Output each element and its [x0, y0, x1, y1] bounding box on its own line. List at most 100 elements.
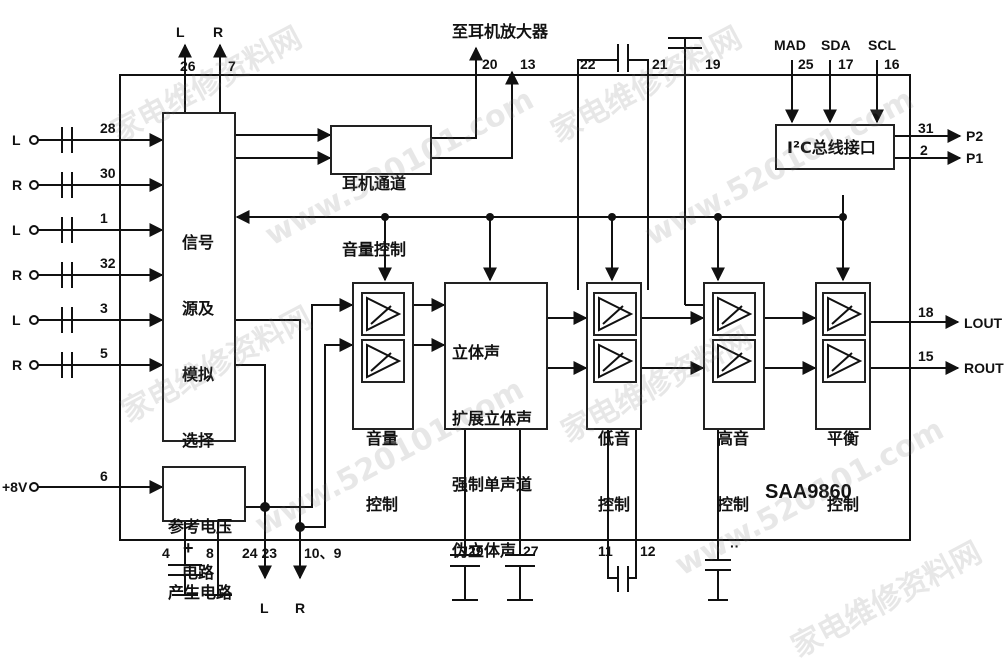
- bottom-pin: 12: [640, 543, 656, 559]
- stereo-line: 伪立体声: [452, 541, 517, 560]
- terminals: [29, 135, 39, 492]
- amp-triangle: [593, 339, 637, 383]
- cap-pin: 21: [652, 56, 668, 72]
- input-pin-label: 32: [100, 255, 116, 271]
- treble-line: 高音: [717, 429, 750, 448]
- input-lines: [38, 133, 164, 372]
- volume-block: 音量 控制: [352, 282, 414, 514]
- top-output-label: R: [213, 24, 224, 40]
- amp-triangle: [361, 292, 405, 336]
- port-label: P1: [966, 150, 984, 166]
- top-output-label: L: [176, 24, 185, 40]
- junction-dots: [260, 213, 847, 532]
- bass-block: 低音 控制: [586, 282, 642, 514]
- reference-text: 参考电压 产生电路: [168, 472, 232, 648]
- treble-text: 高音 控制: [717, 384, 750, 560]
- balance-block: 平衡 控制: [815, 282, 871, 514]
- bus-label: SDA: [821, 37, 851, 53]
- bus-label: MAD: [774, 37, 806, 53]
- cap-pin: 22: [580, 56, 596, 72]
- top-output-pin: 7: [228, 58, 236, 74]
- input-side-label: L: [12, 312, 21, 328]
- stereo-line: 立体声: [452, 343, 501, 362]
- amp-triangle: [712, 292, 756, 336]
- input-side-label: L: [12, 222, 21, 238]
- input-side-label: R: [12, 267, 23, 283]
- amp-triangle: [593, 292, 637, 336]
- input-side-label: R: [12, 357, 23, 373]
- headphone-pin: 13: [520, 56, 536, 72]
- amp-triangle: [712, 339, 756, 383]
- supply-label: +8V: [2, 479, 28, 495]
- bus-label: SCL: [868, 37, 896, 53]
- headphone-line: 音量控制: [342, 240, 407, 259]
- source-line: 电路: [182, 563, 215, 582]
- source-select-block: 信号 源及 模拟 选择 开关 电路: [162, 112, 236, 582]
- input-pin-label: 30: [100, 165, 116, 181]
- bus-pin: 25: [798, 56, 814, 72]
- bottom-pin: 29: [468, 543, 484, 559]
- output-pin: 18: [918, 304, 934, 320]
- bottom-output-label: L: [260, 600, 269, 616]
- amp-triangle: [822, 292, 866, 336]
- output-pin: 15: [918, 348, 934, 364]
- polarity-mark: +: [183, 538, 194, 558]
- i2c-interface-block: I²C总线接口: [775, 124, 895, 170]
- reference-voltage-block: 参考电压 产生电路: [162, 466, 246, 602]
- stereo-line: 强制单声道: [452, 475, 533, 494]
- port-pin: 2: [920, 142, 928, 158]
- bottom-pin: 8: [206, 545, 214, 561]
- cap-pin: 19: [705, 56, 721, 72]
- volume-text: 音量 控制: [366, 384, 399, 560]
- input-pin-label: 5: [100, 345, 108, 361]
- bass-text: 低音 控制: [598, 384, 631, 560]
- stereo-block: 立体声 扩展立体声 强制单声道 伪立体声: [444, 282, 548, 560]
- bottom-pin: ··: [730, 538, 740, 554]
- top-output-pin: 26: [180, 58, 196, 74]
- port-pin: 31: [918, 120, 934, 136]
- source-line: 源及: [182, 299, 215, 318]
- block-diagram: 信号 源及 模拟 选择 开关 电路 耳机通道 音量控制 I²C总线接口 音量 控…: [2, 20, 1004, 664]
- port-label: P2: [966, 128, 984, 144]
- balance-line: 控制: [827, 495, 860, 514]
- input-pin-label: 3: [100, 300, 108, 316]
- headphone-pin: 20: [482, 56, 498, 72]
- bottom-pin: 10、9: [304, 545, 342, 561]
- stereo-line: 扩展立体声: [452, 409, 533, 428]
- bottom-pin: 24 23: [242, 545, 278, 561]
- bottom-pin: 11: [598, 543, 613, 559]
- source-line: 选择: [182, 431, 215, 450]
- stereo-text: 立体声 扩展立体声 强制单声道 伪立体声: [452, 298, 532, 606]
- reference-line: 产生电路: [168, 583, 233, 602]
- bottom-output-label: R: [295, 600, 306, 616]
- treble-line: 控制: [717, 495, 750, 514]
- headphone-target-label: 至耳机放大器: [452, 22, 549, 41]
- treble-block: 高音 控制: [703, 282, 765, 514]
- input-pin-label: 1: [100, 210, 108, 226]
- headphone-volume-block: 耳机通道 音量控制: [330, 125, 432, 259]
- amp-triangle: [822, 339, 866, 383]
- input-pin-label: 28: [100, 120, 116, 136]
- bass-line: 低音: [598, 429, 631, 448]
- bottom-pin: 4: [162, 545, 170, 561]
- output-label: LOUT: [964, 315, 1003, 331]
- bottom-pin: 27: [523, 543, 539, 559]
- bus-pin: 16: [884, 56, 900, 72]
- source-line: 模拟: [182, 365, 215, 384]
- bass-line: 控制: [598, 495, 631, 514]
- chip-name: SAA9860: [765, 481, 852, 503]
- headphone-line: 耳机通道: [342, 174, 407, 193]
- bus-pin: 17: [838, 56, 854, 72]
- reference-line: 参考电压: [168, 517, 233, 536]
- input-side-label: R: [12, 177, 23, 193]
- balance-text: 平衡 控制: [827, 384, 860, 560]
- amp-triangle: [361, 339, 405, 383]
- volume-line: 控制: [366, 495, 399, 514]
- output-label: ROUT: [964, 360, 1004, 376]
- input-capacitors: [61, 127, 73, 378]
- volume-line: 音量: [366, 429, 399, 448]
- input-side-label: L: [12, 132, 21, 148]
- supply-pin: 6: [100, 468, 108, 484]
- source-line: 信号: [182, 233, 215, 252]
- i2c-text: I²C总线接口: [787, 138, 876, 157]
